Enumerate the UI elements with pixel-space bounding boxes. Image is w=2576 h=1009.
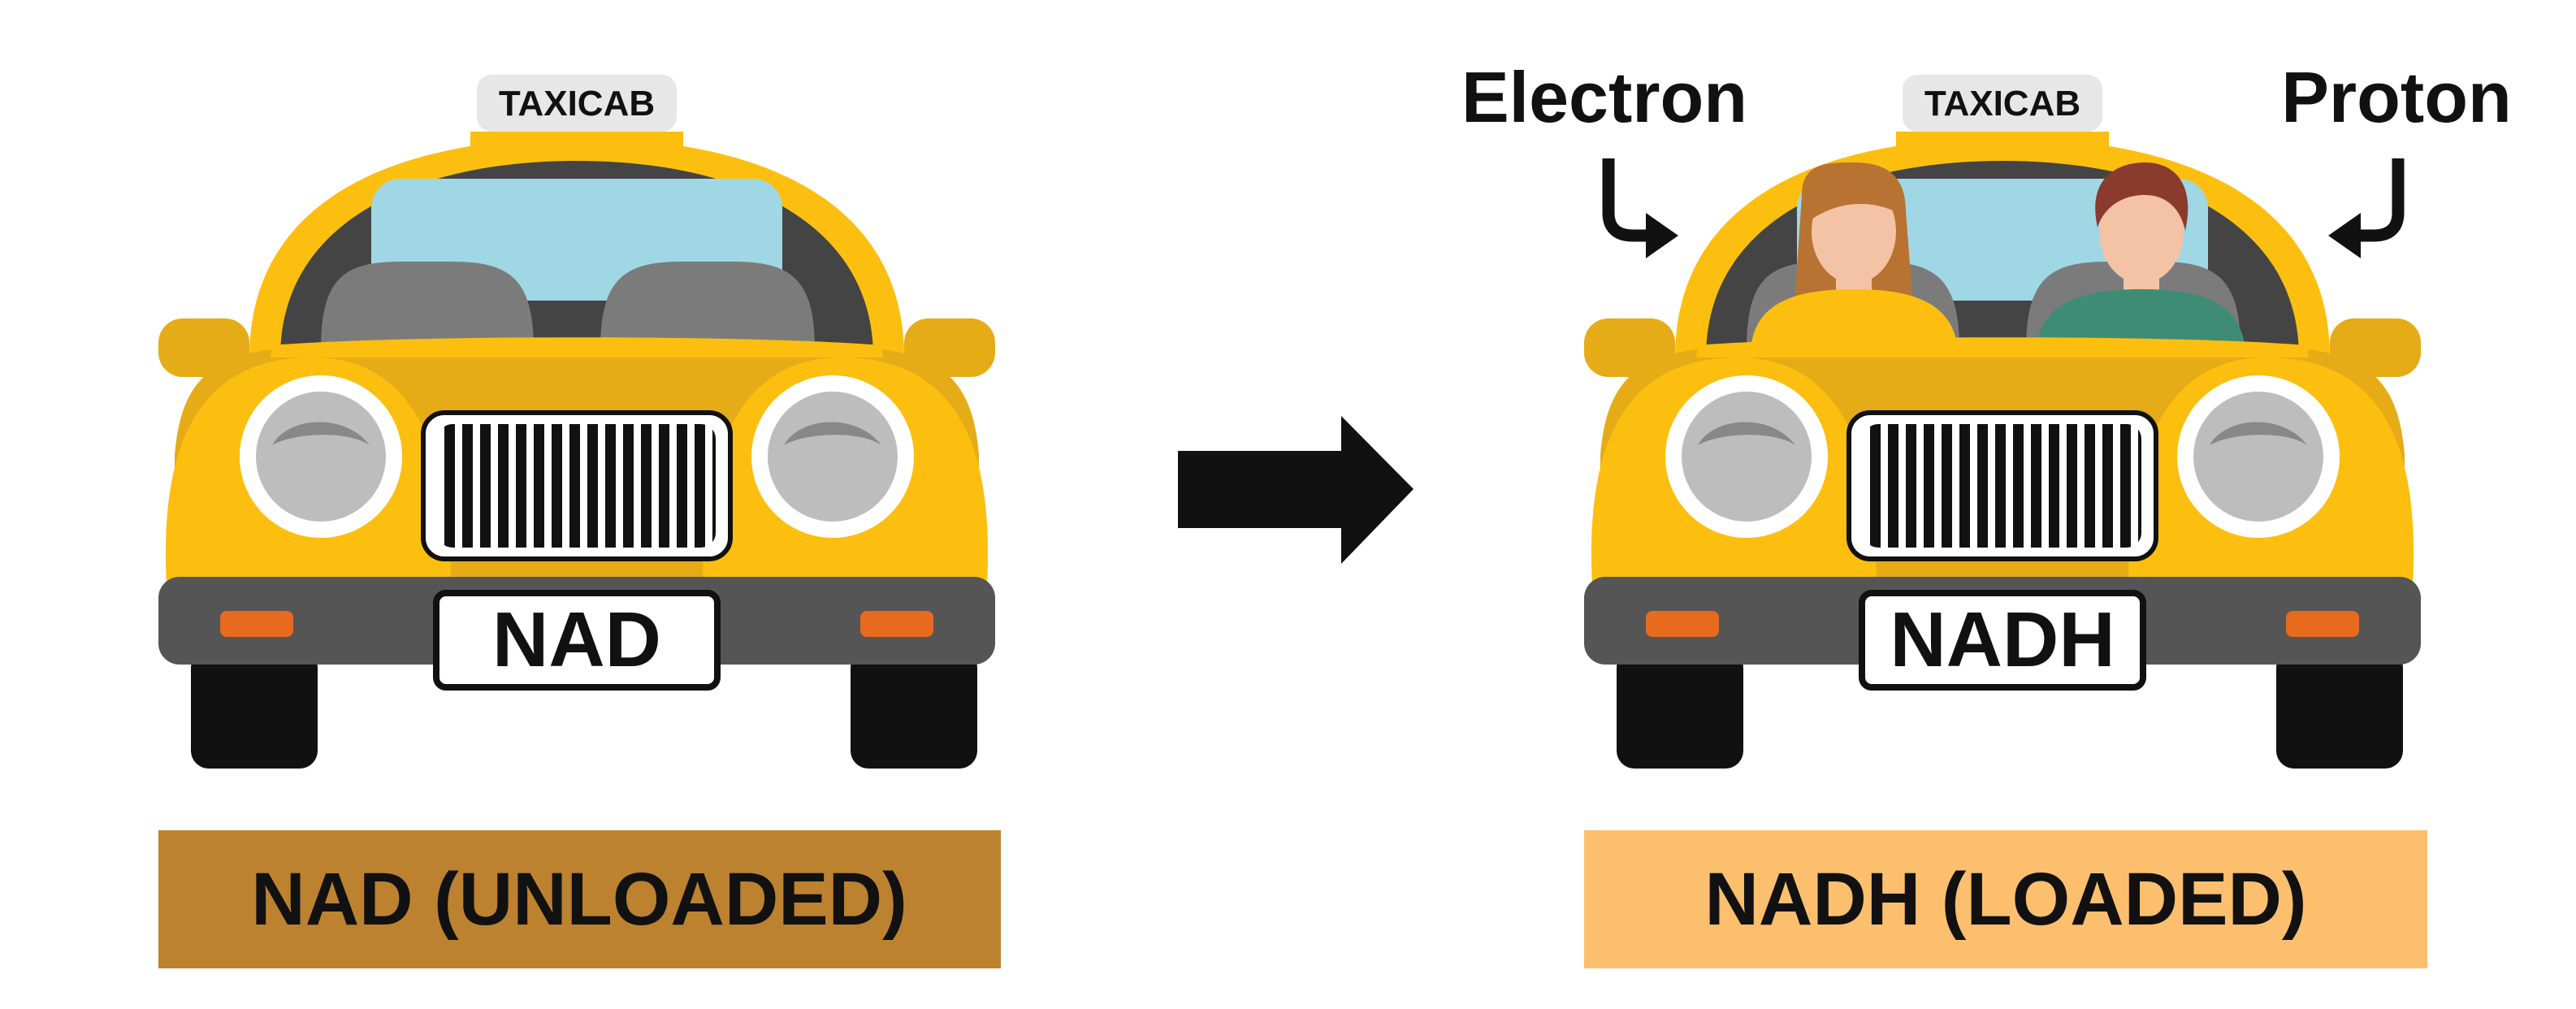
- man-passenger-icon: [2036, 162, 2245, 349]
- nadh-caption-text: NADH (LOADED): [1704, 858, 2306, 941]
- right-arrow-icon: [1178, 416, 1414, 564]
- electron-pointer-arrow-icon: [1602, 158, 1678, 258]
- nadh-caption: NADH (LOADED): [1584, 830, 2427, 968]
- license-plate-text: NADH: [1890, 596, 2115, 683]
- license-plate: [1859, 590, 2146, 691]
- nadh-caption-box: [1584, 830, 2427, 968]
- nad-taxi: TAXICAB NAD: [158, 75, 995, 769]
- woman-passenger-icon: [1751, 162, 1958, 349]
- roof-sign-label: TAXICAB: [499, 84, 655, 123]
- proton-label: Proton: [2281, 57, 2512, 137]
- electron-label: Electron: [1461, 57, 1747, 137]
- nadh-taxi: TAXICAB NADH: [1584, 75, 2421, 769]
- roof-sign: [477, 75, 677, 132]
- license-plate-text: NAD: [492, 596, 661, 683]
- proton-pointer-arrow-icon: [2328, 158, 2405, 258]
- nad-caption-box: [158, 830, 1001, 968]
- roof-sign: [1903, 75, 2102, 132]
- license-plate: [433, 590, 721, 691]
- roof-sign-label: TAXICAB: [1924, 84, 2080, 123]
- nad-caption-text: NAD (UNLOADED): [251, 858, 907, 941]
- nad-caption: NAD (UNLOADED): [158, 830, 1001, 968]
- empty-seats: [321, 262, 815, 349]
